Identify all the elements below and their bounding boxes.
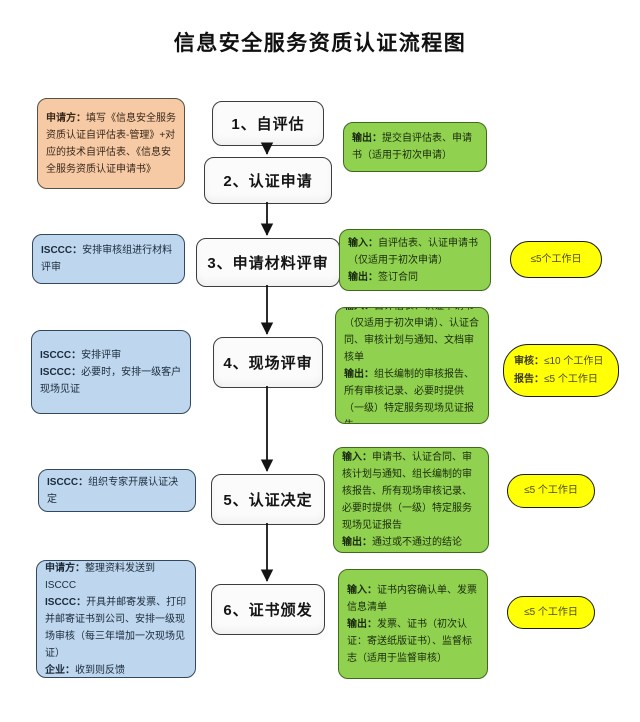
io-note-certificate-issuance: 输入：证书内容确认单、发票信息清单 输出：发票、证书（初次认证：寄送纸版证书）、… xyxy=(338,569,488,679)
note-line: 输出：组长编制的审核报告、所有审核记录、必要时提供（一级）特定服务现场见证报告 xyxy=(344,366,480,424)
note-text: 自评估表、认证申请书（仅适用于初次申请） xyxy=(348,237,478,266)
note-label: ISCCC： xyxy=(47,476,89,488)
note-label: 输出： xyxy=(342,537,372,548)
note-line: 输入：申请书、认证合同、审核计划与通知、组长编制的审核报告、所有现场审核记录、必… xyxy=(342,449,480,534)
note-label: 输入： xyxy=(342,452,372,463)
note-label: 输出： xyxy=(344,368,374,380)
note-label: 输入： xyxy=(344,308,374,312)
note-line: ISCCC：开具并邮寄发票、打印并邮寄证书到公司、安排一级现场审核（每三年增加一… xyxy=(45,594,187,662)
timing-text: ≤5 个工作日 xyxy=(544,373,598,385)
note-text: 必要时，安排一级客户现场见证 xyxy=(40,366,182,395)
note-text: 提交自评估表、申请书（适用于初次申请） xyxy=(352,133,472,161)
note-line: 申请方：整理资料发送到 ISCCC xyxy=(45,561,187,594)
note-label: 企业： xyxy=(45,664,75,676)
timing-line: 报告：≤5 个工作日 xyxy=(514,371,598,389)
note-line: 输入：自评估表、认证申请书（仅适用于初次申请） xyxy=(348,235,482,269)
note-line: 输出：发票、证书（初次认证：寄送纸版证书）、监督标志（适用于监督审核） xyxy=(347,616,479,667)
note-label: 申请方： xyxy=(46,112,86,124)
flow-step-onsite-review: 4、现场评审 xyxy=(213,337,323,388)
timing-text: ≤5 个工作日 xyxy=(524,485,578,496)
flow-step-certificate-issuance: 6、证书颁发 xyxy=(211,584,325,635)
timing-text: ≤10 个工作日 xyxy=(544,355,604,367)
timing-certification-decision: ≤5 个工作日 xyxy=(507,474,595,508)
timing-certificate-issuance: ≤5 个工作日 xyxy=(507,596,595,629)
note-text: 发票、证书（初次认证：寄送纸版证书）、监督标志（适用于监督审核） xyxy=(347,618,472,664)
note-isccc-material-review: ISCCC：安排审核组进行材料评审 xyxy=(32,234,185,284)
note-certificate-logistics: 申请方：整理资料发送到 ISCCC ISCCC：开具并邮寄发票、打印并邮寄证书到… xyxy=(36,560,196,678)
note-text: 组长编制的审核报告、所有审核记录、必要时提供（一级）特定服务现场见证报告 xyxy=(344,368,474,424)
io-note-self-evaluation: 输出：提交自评估表、申请书（适用于初次申请） xyxy=(343,122,487,172)
io-note-certification-decision: 输入：申请书、认证合同、审核计划与通知、组长编制的审核报告、所有现场审核记录、必… xyxy=(333,447,489,553)
note-line: ISCCC：必要时，安排一级客户现场见证 xyxy=(40,364,182,398)
note-text: 整理资料发送到 ISCCC xyxy=(45,562,155,591)
io-note-material-review: 输入：自评估表、认证申请书（仅适用于初次申请） 输出：签订合同 xyxy=(339,229,491,291)
note-line: 申请方：填写《信息安全服务资质认证自评估表-管理》+对应的技术自评估表、《信息安… xyxy=(46,110,176,178)
flow-step-application-material-review: 3、申请材料评审 xyxy=(196,238,340,287)
note-label: 输出： xyxy=(352,133,382,144)
note-applicant-self-evaluation: 申请方：填写《信息安全服务资质认证自评估表-管理》+对应的技术自评估表、《信息安… xyxy=(37,98,185,189)
note-label: 输出： xyxy=(348,271,378,283)
note-text: 通过或不通过的结论 xyxy=(372,537,462,548)
timing-onsite-review: 审核：≤10 个工作日 报告：≤5 个工作日 xyxy=(503,344,619,397)
note-line: ISCCC：组织专家开展认证决定 xyxy=(47,474,187,508)
note-line: 输入：自评估表、认证申请书（仅适用于初次申请）、认证合同、审核计划与通知、文档审… xyxy=(344,308,480,366)
note-line: 输出：签订合同 xyxy=(348,269,482,286)
note-text: 申请书、认证合同、审核计划与通知、组长编制的审核报告、所有现场审核记录、必要时提… xyxy=(342,452,472,531)
note-label: 申请方： xyxy=(45,562,85,574)
note-line: ISCCC：安排审核组进行材料评审 xyxy=(41,242,176,276)
note-label: ISCCC： xyxy=(41,245,83,256)
note-text: 组织专家开展认证决定 xyxy=(47,476,179,505)
flow-step-certification-application: 2、认证申请 xyxy=(204,157,332,204)
timing-text: ≤5 个工作日 xyxy=(524,606,578,618)
timing-text: ≤5个工作日 xyxy=(530,253,582,265)
timing-label: 审核： xyxy=(514,355,544,367)
timing-label: 报告： xyxy=(514,373,544,385)
note-isccc-certification-decision: ISCCC：组织专家开展认证决定 xyxy=(38,469,196,512)
note-line: 输出：提交自评估表、申请书（适用于初次申请） xyxy=(352,130,478,164)
note-line: 输出：通过或不通过的结论 xyxy=(342,534,480,551)
note-text: 收到则反馈 xyxy=(75,664,125,676)
note-label: 输出： xyxy=(347,618,377,630)
note-label: 输入： xyxy=(347,584,377,596)
note-text: 签订合同 xyxy=(378,271,418,283)
note-isccc-onsite-arrangement: ISCCC：安排评审 ISCCC：必要时，安排一级客户现场见证 xyxy=(31,330,191,414)
flow-step-certification-decision: 5、认证决定 xyxy=(211,474,325,525)
note-text: 安排审核组进行材料评审 xyxy=(41,245,173,273)
timing-material-review: ≤5个工作日 xyxy=(510,241,602,278)
io-note-onsite-review: 输入：自评估表、认证申请书（仅适用于初次申请）、认证合同、审核计划与通知、文档审… xyxy=(335,307,489,424)
note-label: ISCCC： xyxy=(45,596,87,608)
note-text: 安排评审 xyxy=(81,349,122,361)
note-label: 输入： xyxy=(348,237,378,249)
note-line: ISCCC：安排评审 xyxy=(40,347,182,364)
note-line: 企业：收到则反馈 xyxy=(45,662,187,678)
timing-line: 审核：≤10 个工作日 xyxy=(514,353,603,371)
note-line: 输入：证书内容确认单、发票信息清单 xyxy=(347,582,479,616)
note-text: 开具并邮寄发票、打印并邮寄证书到公司、安排一级现场审核（每三年增加一次现场见证） xyxy=(45,596,187,659)
note-label: ISCCC： xyxy=(40,349,82,361)
note-text: 自评估表、认证申请书（仅适用于初次申请）、认证合同、审核计划与通知、文档审核单 xyxy=(344,308,479,363)
note-label: ISCCC： xyxy=(40,366,82,378)
note-text: 填写《信息安全服务资质认证自评估表-管理》+对应的技术自评估表、《信息安全服务资… xyxy=(46,112,176,175)
flow-step-self-evaluation: 1、自评估 xyxy=(212,101,324,146)
note-text: 证书内容确认单、发票信息清单 xyxy=(347,584,477,613)
page-title: 信息安全服务资质认证流程图 xyxy=(173,32,467,55)
